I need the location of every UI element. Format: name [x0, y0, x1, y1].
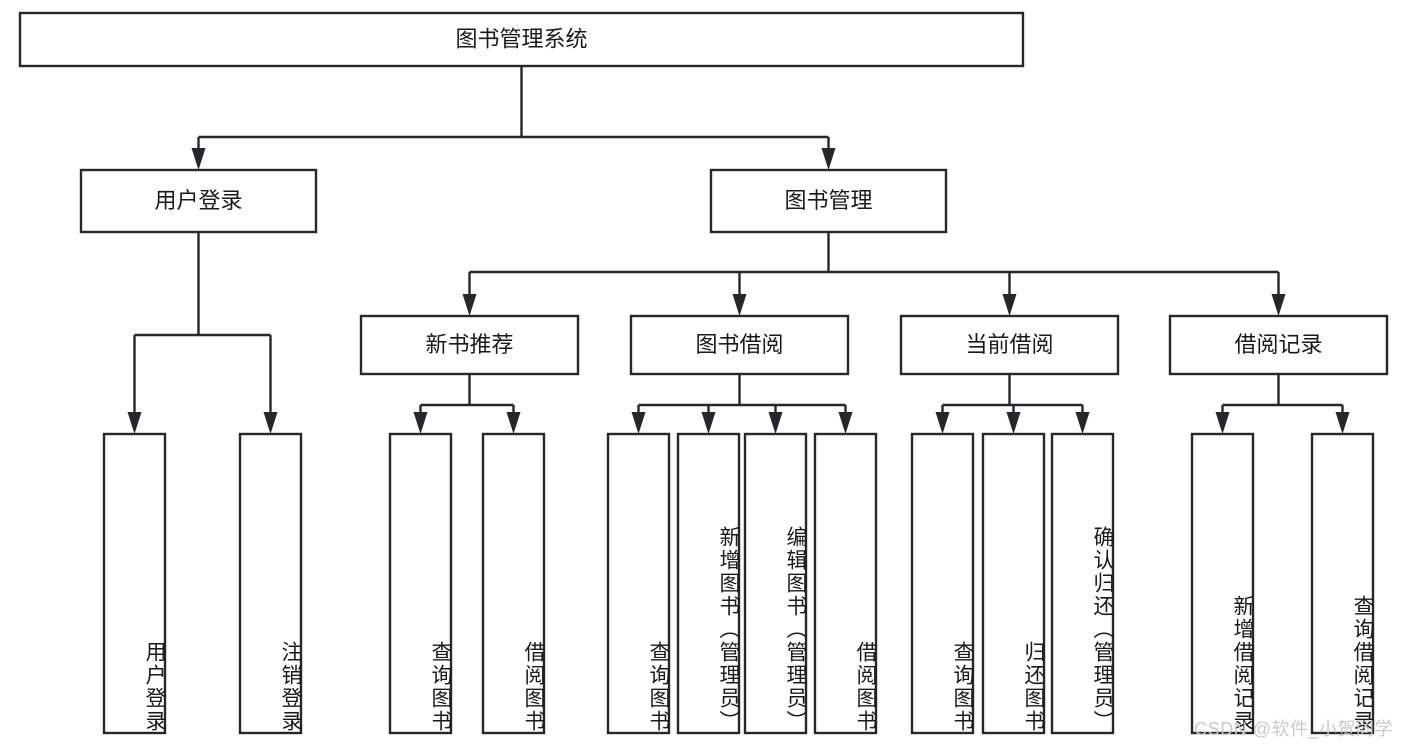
node-leaf-edit-book-box[interactable]: [743, 432, 808, 735]
node-book-manage-box[interactable]: [709, 168, 948, 234]
node-book-manage-label: 图书管理: [784, 188, 872, 213]
arrow-head-icon-leaf-borrow-book-1: [506, 412, 521, 434]
arrow-head-icon-leaf-add-record: [1215, 412, 1230, 434]
arrow-head-icon-book-borrow: [732, 294, 747, 316]
node-leaf-query-book-3-box[interactable]: [910, 432, 975, 735]
node-borrow-record-label: 借阅记录: [1234, 332, 1322, 357]
arrow-head-icon-new-book-rec: [462, 294, 477, 316]
arrow-head-icon-leaf-add-book: [701, 412, 716, 434]
connector-lines: [127, 66, 1350, 434]
node-leaf-confirm-return-box[interactable]: [1050, 432, 1115, 735]
node-leaf-borrow-book-1-box[interactable]: [481, 432, 546, 735]
arrow-head-icon-user-login: [191, 148, 206, 170]
node-leaf-query-record-box[interactable]: [1310, 432, 1375, 735]
arrow-head-icon-leaf-user-login: [127, 412, 142, 434]
arrow-head-icon-leaf-user-logout: [263, 412, 278, 434]
node-boxes: [18, 11, 1389, 735]
arrow-head-icon-leaf-confirm-return: [1075, 412, 1090, 434]
node-new-book-rec-label: 新书推荐: [425, 332, 513, 357]
arrow-head-icon-current-borrow: [1002, 294, 1017, 316]
node-leaf-user-logout-box[interactable]: [238, 432, 303, 735]
arrow-head-icon-leaf-edit-book: [768, 412, 783, 434]
node-leaf-query-book-1-box[interactable]: [388, 432, 453, 735]
arrow-head-icon-leaf-query-book-2: [631, 412, 646, 434]
arrow-head-icon-leaf-query-book-3: [935, 412, 950, 434]
node-leaf-return-book-box[interactable]: [981, 432, 1046, 735]
node-new-book-rec-box[interactable]: [359, 314, 580, 376]
node-book-borrow-label: 图书借阅: [695, 332, 783, 357]
arrow-head-icon-leaf-return-book: [1006, 412, 1021, 434]
arrow-head-icon-leaf-query-book-1: [413, 412, 428, 434]
node-current-borrow-box[interactable]: [899, 314, 1120, 376]
node-user-login-box[interactable]: [79, 168, 318, 234]
node-leaf-add-book-box[interactable]: [676, 432, 741, 735]
arrow-head-icon-leaf-borrow-book-2: [838, 412, 853, 434]
watermark-text: CSDN @软件_小贺同学: [1194, 719, 1393, 739]
node-current-borrow-label: 当前借阅: [965, 332, 1053, 357]
node-book-borrow-box[interactable]: [629, 314, 850, 376]
node-leaf-query-book-2-box[interactable]: [606, 432, 671, 735]
node-leaf-borrow-book-2-box[interactable]: [813, 432, 878, 735]
node-user-login-label: 用户登录: [154, 188, 242, 213]
node-leaf-add-record-box[interactable]: [1190, 432, 1255, 735]
arrow-head-icon-borrow-record: [1271, 294, 1286, 316]
arrow-head-icon-book-manage: [821, 148, 836, 170]
node-borrow-record-box[interactable]: [1168, 314, 1389, 376]
arrow-head-icon-leaf-query-record: [1335, 412, 1350, 434]
node-root-box[interactable]: [18, 11, 1025, 68]
node-leaf-user-login-box[interactable]: [102, 432, 167, 735]
node-root-label: 图书管理系统: [455, 26, 587, 51]
